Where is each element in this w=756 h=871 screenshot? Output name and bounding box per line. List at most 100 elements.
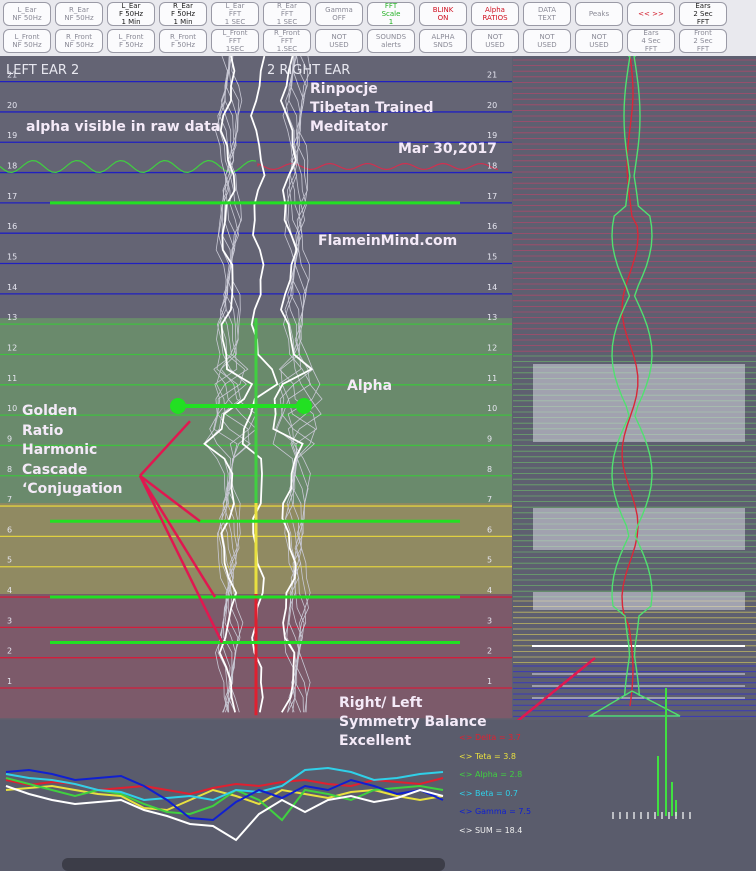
history-trace [5,785,444,842]
tick-label-left: 2 [7,647,12,656]
tick-label-right: 16 [487,222,497,231]
history-panel [0,720,512,871]
horizontal-scrollbar[interactable] [62,858,445,871]
left-ear-trace [213,56,257,713]
toolbar-button-2-13[interactable]: Ears 4 Sec FFT [627,29,675,53]
tick-label-left: 11 [7,374,17,383]
tick-label-left: 18 [7,162,17,171]
tick-label-left: 3 [7,616,12,625]
right-ear-trace [287,56,323,713]
alpha-peak-dot-right [296,398,312,415]
annotation-pointer [138,475,224,644]
annotation-pointer [139,474,201,523]
history-trace [5,784,444,812]
toolbar-button-label: R_Ear NF 50Hz [64,6,94,22]
toolbar-button-1-3[interactable]: L_Ear F 50Hz 1 Min [107,2,155,26]
tick-label-left: 7 [7,495,12,504]
tick-label-right: 12 [487,343,497,352]
tick-label-left: 17 [7,192,17,201]
toolbar-button-label: L_Front F 50Hz [118,33,144,49]
toolbar-button-1-1[interactable]: L_Ear NF 50Hz [3,2,51,26]
site-annotation: FlameinMind.com [318,233,458,249]
tick-label-right: 10 [487,404,497,413]
legend-item: <> Alpha = 2.8 [459,770,523,779]
toolbar: L_Ear NF 50Hz R_Ear NF 50Hz L_Ear F 50Hz 1… [0,0,756,56]
spectrum-red-trace [621,56,639,707]
tick-label-right: 20 [487,101,497,110]
toolbar-button-1-11[interactable]: DATA TEXT [523,2,571,26]
annotation-pointer [138,475,217,598]
toolbar-button-label: R_Front NF 50Hz [64,33,94,49]
tick-label-right: 14 [487,283,497,292]
toolbar-button-2-8[interactable]: SOUNDS alerts [367,29,415,53]
left-ear-trace [220,56,257,713]
toolbar-button-1-14[interactable]: Ears 2 Sec FFT [679,2,727,26]
right-ear-trace [290,56,322,713]
toolbar-button-1-8[interactable]: FFT Scale 1 [367,2,415,26]
right-ear-header: 2 RIGHT EAR [267,63,351,78]
toolbar-button-label: R_Front FFT 1.SEC [273,29,301,53]
legend-item: <> Delta = 3.7 [459,733,521,742]
toolbar-button-1-6[interactable]: R_Ear FFT 1 SEC [263,2,311,26]
toolbar-button-2-3[interactable]: L_Front F 50Hz [107,29,155,53]
toolbar-button-2-4[interactable]: R_Front F 50Hz [159,29,207,53]
spectrum-green-trace [633,56,653,697]
toolbar-button-label: FFT Scale 1 [381,2,401,26]
toolbar-button-label: NOT USED [485,33,505,49]
tick-label-left: 1 [7,677,12,686]
toolbar-button-2-9[interactable]: ALPHA SNDS [419,29,467,53]
toolbar-button-label: R_Front F 50Hz [169,33,197,49]
legend-item: <> Teta = 3.8 [459,751,516,761]
toolbar-button-label: L_Front NF 50Hz [12,33,42,49]
toolbar-button-1-4[interactable]: R_Ear F 50Hz 1 Min [159,2,207,26]
toolbar-button-1-2[interactable]: R_Ear NF 50Hz [55,2,103,26]
tick-label-left: 14 [7,283,17,292]
toolbar-button-2-5[interactable]: L_Front FFT 1SEC [211,29,259,53]
alpha-label: Alpha [347,378,393,394]
toolbar-button-2-14[interactable]: Front 2 Sec FFT [679,29,727,53]
toolbar-button-label: L_Ear FFT 1 SEC [224,2,246,26]
toolbar-button-1-12[interactable]: Peaks [575,2,623,26]
symmetry-annotation: Right/ Left Symmetry Balance Excellent [339,695,487,749]
center-trace [241,56,279,713]
tick-label-left: 6 [7,525,12,534]
toolbar-button-1-10[interactable]: Alpha RATIOS [471,2,519,26]
toolbar-button-2-11[interactable]: NOT USED [523,29,571,53]
tick-label-right: 17 [487,192,497,201]
right-ear-trace [278,56,315,713]
tick-label-left: 21 [7,71,17,80]
tick-label-right: 4 [487,586,492,595]
toolbar-button-2-1[interactable]: L_Front NF 50Hz [3,29,51,53]
toolbar-button-label: Alpha RATIOS [482,6,508,22]
peak-panel [512,720,756,871]
toolbar-button-2-10[interactable]: NOT USED [471,29,519,53]
toolbar-button-2-7[interactable]: NOT USED [315,29,363,53]
toolbar-button-label: Peaks [588,10,610,18]
toolbar-button-label: BLINK ON [432,6,454,22]
history-trace [5,768,444,822]
toolbar-button-label: R_Ear F 50Hz 1 Min [170,2,196,26]
tick-label-right: 5 [487,556,492,565]
toolbar-button-2-12[interactable]: NOT USED [575,29,623,53]
toolbar-button-label: L_Ear F 50Hz 1 Min [118,2,144,26]
toolbar-button-2-2[interactable]: R_Front NF 50Hz [55,29,103,53]
tick-label-left: 12 [7,343,17,352]
tick-label-left: 15 [7,253,17,262]
tick-label-right: 3 [487,616,492,625]
golden-ratio-annotation: Golden Ratio Harmonic Cascade ‘Conjugati… [22,403,123,497]
toolbar-button-1-13[interactable]: << >> [627,2,675,26]
toolbar-button-1-5[interactable]: L_Ear FFT 1 SEC [211,2,259,26]
tick-label-left: 20 [7,101,17,110]
spectrum-highlight [533,592,745,610]
history-trace [5,766,444,802]
toolbar-button-1-7[interactable]: Gamma OFF [315,2,363,26]
toolbar-button-1-9[interactable]: BLINK ON [419,2,467,26]
toolbar-button-label: L_Front FFT 1SEC [222,29,248,53]
legend-item: <> SUM = 18.4 [459,825,523,835]
right-ear-mean-trace [272,56,314,713]
tick-label-left: 10 [7,404,17,413]
gamma-band [0,56,512,319]
toolbar-button-2-6[interactable]: R_Front FFT 1.SEC [263,29,311,53]
tick-label-right: 11 [487,374,497,383]
